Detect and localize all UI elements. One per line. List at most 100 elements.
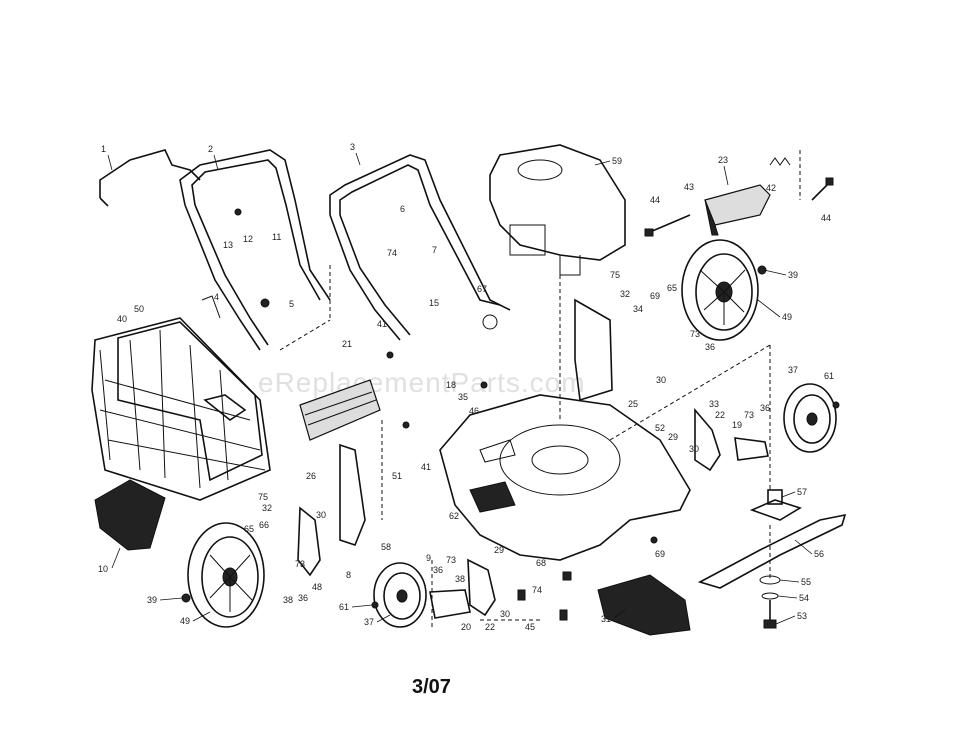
part-52-mower-deck [439, 394, 691, 561]
part-10-rear-flap [94, 479, 166, 551]
part-44-bolt-right [811, 177, 834, 201]
callout-37a: 37 [788, 365, 798, 375]
callout-1: 1 [101, 144, 106, 154]
callout-10: 10 [98, 564, 108, 574]
callout-65a: 65 [667, 283, 677, 293]
callout-36b: 36 [760, 403, 770, 413]
part-50-bag-frame [117, 321, 263, 482]
callout-66: 66 [259, 520, 269, 530]
callout-61a: 61 [824, 371, 834, 381]
callout-37b: 37 [364, 617, 374, 627]
callout-59: 59 [612, 156, 622, 166]
callout-12: 12 [243, 234, 253, 244]
part-40-grass-bag [91, 317, 271, 501]
callout-62: 62 [449, 511, 459, 521]
small-hardware [181, 208, 840, 621]
callout-23: 23 [718, 155, 728, 165]
part-59-engine [489, 144, 626, 420]
callout-29a: 29 [668, 432, 678, 442]
part-25-engine-bracket [574, 298, 613, 402]
callout-33: 33 [709, 399, 719, 409]
callout-50: 50 [134, 304, 144, 314]
callout-43: 43 [684, 182, 694, 192]
part-49-rear-wheel-left [187, 522, 265, 628]
callout-22b: 22 [485, 622, 495, 632]
callout-26: 26 [306, 471, 316, 481]
callout-39b: 39 [147, 595, 157, 605]
callout-46: 46 [469, 406, 479, 416]
callout-58: 58 [381, 542, 391, 552]
callout-65b: 65 [244, 524, 254, 534]
callout-25: 25 [628, 399, 638, 409]
callout-42: 42 [766, 183, 776, 193]
callout-41b: 41 [421, 462, 431, 472]
callout-3: 3 [350, 142, 355, 152]
callout-13: 13 [223, 240, 233, 250]
callout-69b: 69 [655, 549, 665, 559]
callout-54: 54 [799, 593, 809, 603]
callout-48: 48 [312, 582, 322, 592]
part-21-mulch-plug [299, 379, 381, 441]
part-57-blade-adapter [749, 489, 802, 521]
callout-5: 5 [289, 299, 294, 309]
part-44-bolt-left [644, 214, 691, 237]
callout-38b: 38 [455, 574, 465, 584]
leader-lines [107, 152, 813, 625]
callout-57: 57 [797, 487, 807, 497]
callout-15: 15 [429, 298, 439, 308]
callout-75a: 75 [610, 270, 620, 280]
callout-55: 55 [801, 577, 811, 587]
part-22-adjuster-lever-right [694, 407, 769, 472]
part-23-rear-deflector [704, 184, 771, 236]
callout-32b: 32 [262, 503, 272, 513]
callout-29b: 29 [494, 545, 504, 555]
callout-35: 35 [458, 392, 468, 402]
callout-19: 19 [732, 420, 742, 430]
callout-73d: 73 [295, 559, 305, 569]
callout-56: 56 [814, 549, 824, 559]
callout-20: 20 [461, 622, 471, 632]
part-37-front-wheel-left [373, 562, 427, 628]
callout-30b: 30 [689, 444, 699, 454]
callout-36c: 36 [433, 565, 443, 575]
callout-31: 31 [601, 614, 611, 624]
callout-73b: 73 [744, 410, 754, 420]
callout-labels: 1 2 3 59 23 42 43 44 44 6 13 12 11 7 74 … [98, 142, 834, 632]
assembly-guide-lines [279, 150, 801, 630]
part-26-height-adjuster-left [297, 443, 366, 577]
callout-22a: 22 [715, 410, 725, 420]
callout-41a: 41 [377, 319, 387, 329]
part-22-adjuster-lever-left [429, 558, 496, 619]
callout-9: 9 [426, 553, 431, 563]
callout-73a: 73 [690, 329, 700, 339]
callout-30a: 30 [656, 375, 666, 385]
part-37-front-wheel-right [783, 383, 837, 453]
callout-51: 51 [392, 471, 402, 481]
callout-7: 7 [432, 245, 437, 255]
callout-34: 34 [633, 304, 643, 314]
callout-49b: 49 [180, 616, 190, 626]
part-58-blade [697, 513, 847, 589]
part-3-lower-handle [329, 154, 511, 341]
callout-39a: 39 [788, 270, 798, 280]
callout-30d: 30 [500, 609, 510, 619]
callout-69: 69 [650, 291, 660, 301]
callout-38a: 38 [283, 595, 293, 605]
part-55-54-53-hardware [759, 345, 781, 629]
callout-75b: 75 [258, 492, 268, 502]
part-2-upper-handle [179, 149, 331, 351]
callout-2: 2 [208, 144, 213, 154]
callout-44a: 44 [650, 195, 660, 205]
callout-52: 52 [655, 423, 665, 433]
callout-73c: 73 [446, 555, 456, 565]
part-1-control-bail [99, 149, 201, 207]
callout-45: 45 [525, 622, 535, 632]
callout-32a: 32 [620, 289, 630, 299]
callout-49a: 49 [782, 312, 792, 322]
callout-11: 11 [272, 232, 281, 242]
part-42-spring [769, 157, 791, 166]
callout-8: 8 [346, 570, 351, 580]
part-49-rear-wheel-right [681, 239, 759, 341]
callout-30c: 30 [316, 510, 326, 520]
